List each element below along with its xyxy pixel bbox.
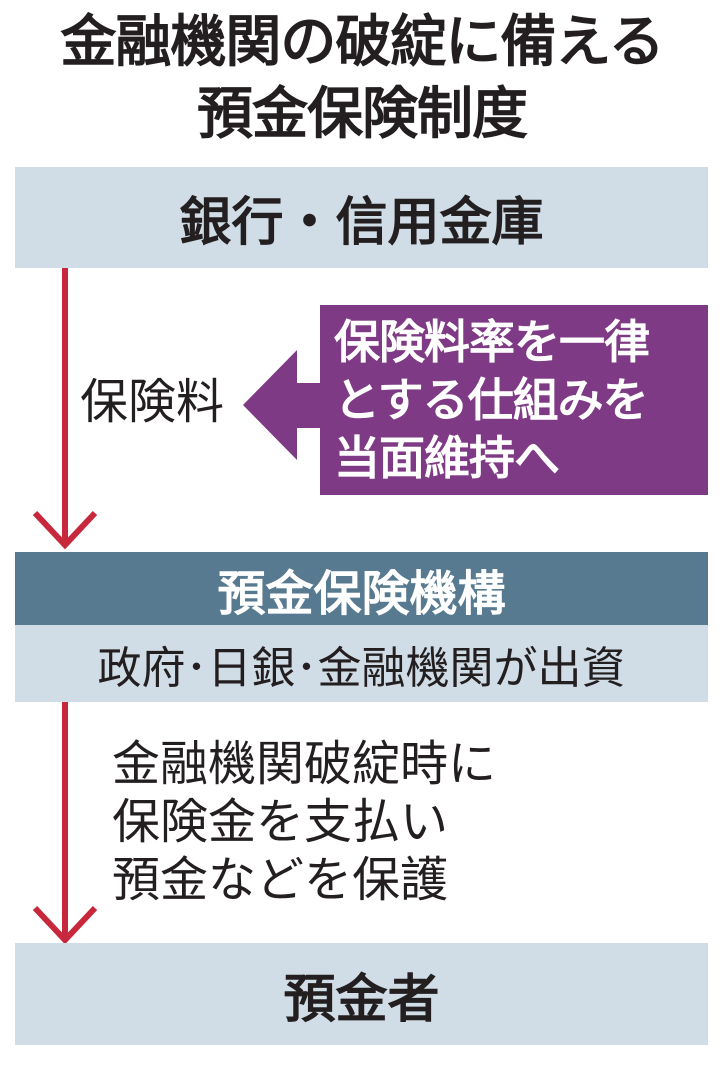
banks-box: 銀行・信用金庫 [15, 167, 708, 268]
policy-note-line: とする仕組みを [334, 373, 649, 427]
dic-funding-box: 政府･日銀･金融機関が出資 [15, 625, 708, 702]
title-line-1: 金融機関の破綻に備える [60, 10, 664, 75]
banks-label: 銀行・信用金庫 [179, 193, 544, 253]
depositors-label: 預金者 [283, 969, 440, 1030]
payout-note-line: 金融機関破綻時に [112, 736, 497, 792]
title-line-2: 預金保険制度 [197, 82, 528, 147]
policy-note-line: 当面維持へ [334, 431, 560, 485]
policy-note-box: 保険料率を一律 とする仕組みを 当面維持へ [320, 305, 708, 495]
payout-note: 金融機関破綻時に 保険金を支払い 預金などを保護 [112, 735, 496, 909]
depositors-box: 預金者 [15, 943, 708, 1045]
premium-label: 保険料 [80, 374, 225, 430]
payout-note-line: 預金などを保護 [112, 852, 449, 908]
dic-funding-label: 政府･日銀･金融機関が出資 [97, 642, 626, 694]
payout-note-line: 保険金を支払い [112, 794, 449, 850]
policy-note-line: 保険料率を一律 [334, 315, 650, 369]
dic-label: 預金保険機構 [217, 565, 506, 622]
dic-box: 預金保険機構 [15, 552, 708, 625]
premium-arrow-icon [32, 268, 98, 550]
policy-arrow-icon [243, 350, 322, 460]
payout-arrow-icon [32, 702, 98, 945]
